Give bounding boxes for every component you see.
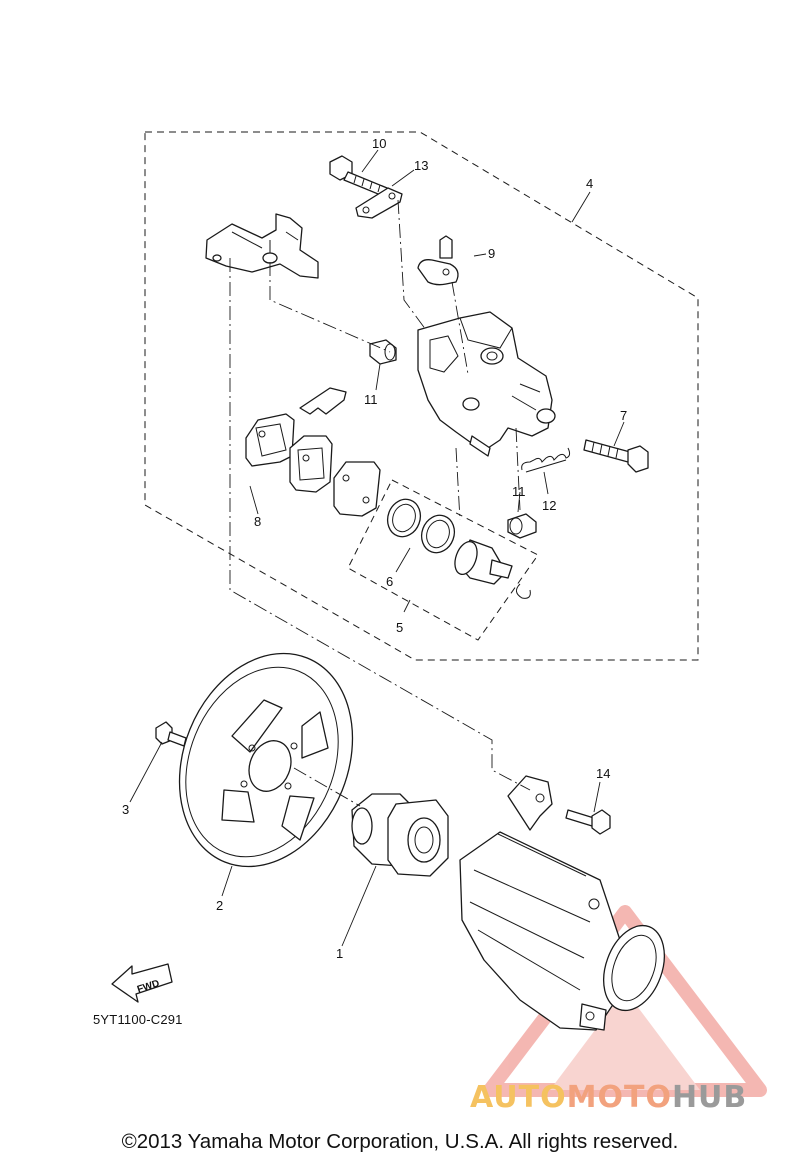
callout-10: 10 — [372, 136, 386, 151]
piston-kit-boundary — [347, 479, 539, 641]
watermark-auto: AUTO — [470, 1080, 567, 1115]
bleed-screw-9 — [417, 235, 459, 286]
watermark-moto: MOTO — [566, 1080, 672, 1115]
boot-11-upper — [369, 339, 397, 365]
callout-1: 1 — [336, 946, 343, 961]
diagram-code: 5YT1100-C291 — [93, 1012, 183, 1027]
watermark-hub: HUB — [671, 1080, 748, 1115]
lock-plate-13 — [355, 187, 403, 219]
watermark-logo: AUTOMOTOHUB — [470, 1080, 747, 1115]
callout-2: 2 — [216, 898, 223, 913]
piston — [454, 539, 513, 585]
callout-3: 3 — [122, 802, 129, 817]
callout-14: 14 — [596, 766, 610, 781]
callout-5: 5 — [396, 620, 403, 635]
brake-pad-8-b — [289, 435, 333, 493]
spring-12 — [521, 447, 571, 473]
callout-6: 6 — [386, 574, 393, 589]
callout-leaders — [129, 149, 625, 947]
assembly-centre-lines — [229, 199, 531, 807]
caliper-body — [417, 311, 556, 457]
brake-pad-8-a — [245, 413, 295, 467]
circlip — [516, 583, 531, 599]
fwd-arrow-icon: FWD — [111, 963, 173, 1003]
callout-labels: 10 13 4 9 11 7 8 11 12 6 5 3 14 2 1 — [122, 136, 627, 961]
callout-11-lower: 11 — [512, 484, 526, 499]
hub-1 — [351, 793, 449, 877]
callout-4: 4 — [586, 176, 593, 191]
callout-7: 7 — [620, 408, 627, 423]
bolt-3 — [155, 721, 187, 747]
callout-9: 9 — [488, 246, 495, 261]
callout-11-upper: 11 — [364, 392, 378, 407]
axle-housing — [459, 775, 665, 1031]
callout-8: 8 — [254, 514, 261, 529]
pad-shim — [333, 461, 381, 517]
pad-spring — [299, 387, 347, 415]
boot-11-lower — [507, 513, 537, 539]
caliper-bracket — [205, 213, 319, 279]
bolt-10 — [329, 155, 393, 199]
copyright-notice: ©2013 Yamaha Motor Corporation, U.S.A. A… — [121, 1130, 679, 1153]
callout-12: 12 — [542, 498, 556, 513]
callout-13: 13 — [414, 158, 428, 173]
piston-seals-6 — [386, 498, 456, 554]
bolt-14 — [565, 809, 611, 835]
caliper-assembly-boundary — [144, 131, 699, 661]
brake-disc-2 — [178, 652, 354, 868]
bolt-7 — [583, 439, 649, 473]
